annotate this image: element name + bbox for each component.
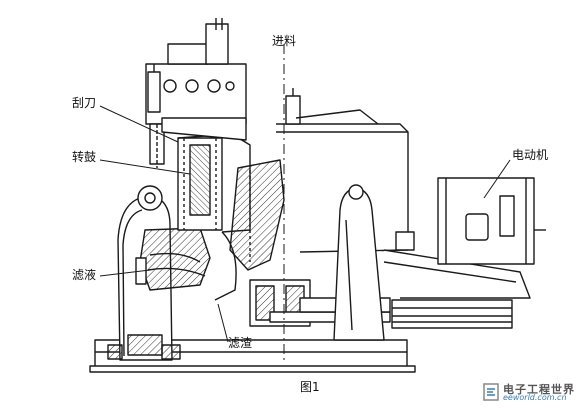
watermark-url: eeworld.com.cn [503,393,567,402]
rotary-drum [177,133,251,301]
casing-cover [276,88,409,253]
bearing-housing [249,279,391,327]
leader-drum [99,159,191,175]
figure-caption: 图1 [300,380,320,394]
label-scraper: 刮刀 [72,96,97,110]
label-drum: 转鼓 [72,150,97,164]
scraper-assembly [145,18,247,168]
electric-motor [437,177,546,265]
label-feed: 进料 [272,34,297,48]
filtrate-channel [135,227,211,291]
right-pillar [333,184,385,341]
leader-residue [217,303,229,343]
label-motor: 电动机 [512,148,549,162]
watermark-title: 电子工程世界 [503,383,575,396]
leader-filtrate [99,269,151,277]
label-filtrate: 滤液 [72,268,97,282]
drum-hub [229,159,285,271]
leader-motor [483,159,511,199]
eeworld-logo-icon [483,383,499,401]
watermark: 电子工程世界 eeworld.com.cn [481,381,577,405]
leader-scraper [99,105,179,143]
label-residue: 滤渣 [228,336,253,350]
